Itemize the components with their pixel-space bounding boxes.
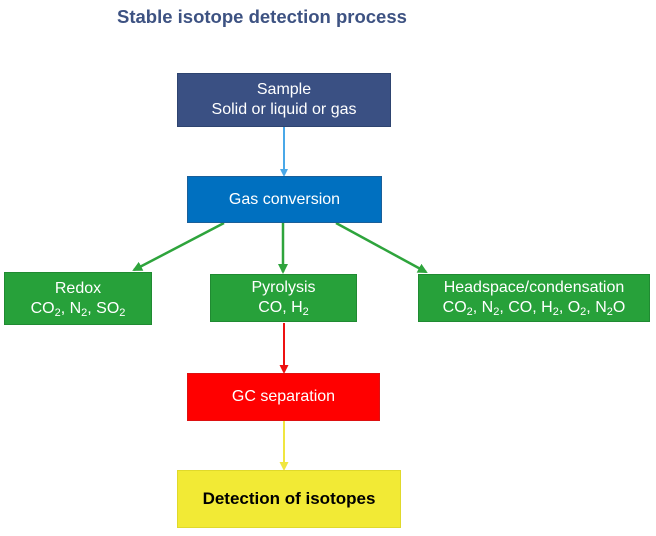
arrow-gas-conversion-to-headspace [335, 221, 428, 274]
node-sample-title: Sample [256, 81, 312, 98]
gas-formula: N2O [595, 299, 626, 318]
node-gc-separation-label: GC separation [231, 388, 336, 405]
node-pyrolysis-label: Pyrolysis [251, 279, 316, 296]
node-gas-conversion: Gas conversion [187, 176, 382, 223]
node-headspace: Headspace/condensation CO2, N2, CO, H2, … [418, 274, 650, 322]
diagram-title: Stable isotope detection process [117, 6, 407, 27]
gas-formula: SO2 [96, 299, 126, 319]
node-sample: Sample Solid or liquid or gas [177, 73, 391, 127]
gas-formula: O2 [567, 299, 587, 318]
arrow-gas-conversion-to-redox [132, 221, 225, 272]
node-sample-subtitle: Solid or liquid or gas [211, 101, 357, 118]
node-headspace-gases: CO2, N2, CO, H2, O2, N2O [442, 299, 626, 318]
node-gc-separation: GC separation [187, 373, 380, 421]
node-detection: Detection of isotopes [177, 470, 401, 528]
node-headspace-label: Headspace/condensation [443, 279, 625, 296]
gas-formula: H2 [541, 299, 559, 318]
node-detection-label: Detection of isotopes [202, 489, 376, 508]
gas-formula: CO2 [442, 299, 473, 318]
gas-formula: CO [258, 299, 283, 316]
gas-formula: H2 [291, 299, 309, 318]
gas-formula: N2 [69, 299, 88, 319]
node-redox-gases: CO2, N2, SO2 [30, 299, 126, 319]
node-redox: Redox CO2, N2, SO2 [4, 272, 152, 325]
node-pyrolysis: Pyrolysis CO, H2 [210, 274, 357, 322]
node-gas-conversion-label: Gas conversion [228, 190, 341, 208]
gas-formula: CO [508, 299, 533, 316]
node-pyrolysis-gases: CO, H2 [258, 299, 309, 318]
gas-formula: CO2 [30, 299, 61, 319]
node-redox-label: Redox [54, 279, 102, 297]
gas-formula: N2 [481, 299, 500, 318]
